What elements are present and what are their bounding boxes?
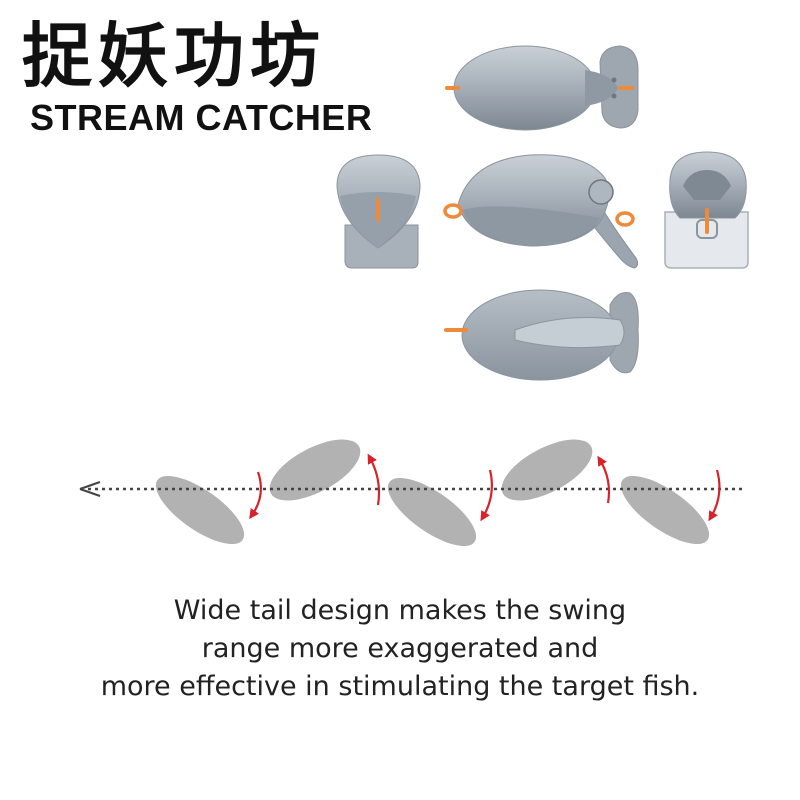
lure-bottom-view <box>444 289 639 381</box>
direction-line <box>79 481 745 497</box>
brand-name-en: STREAM CATCHER <box>30 97 373 138</box>
caption: Wide tail design makes the swing range m… <box>0 592 800 706</box>
swing-motion-diagram <box>79 439 745 547</box>
lure-rear-view <box>664 151 749 269</box>
lure-orthographic-views <box>336 45 749 381</box>
brand-name-cn: 捉妖功坊 <box>22 14 326 97</box>
lure-front-view <box>336 154 421 269</box>
swing-arrows <box>249 453 721 522</box>
lure-top-view <box>445 45 639 131</box>
swing-ellipses <box>155 439 710 547</box>
caption-line-3: more effective in stimulating the target… <box>100 671 700 702</box>
lure-side-view <box>443 154 639 269</box>
caption-line-2: range more exaggerated and <box>201 633 599 664</box>
caption-line-1: Wide tail design makes the swing <box>173 595 627 626</box>
